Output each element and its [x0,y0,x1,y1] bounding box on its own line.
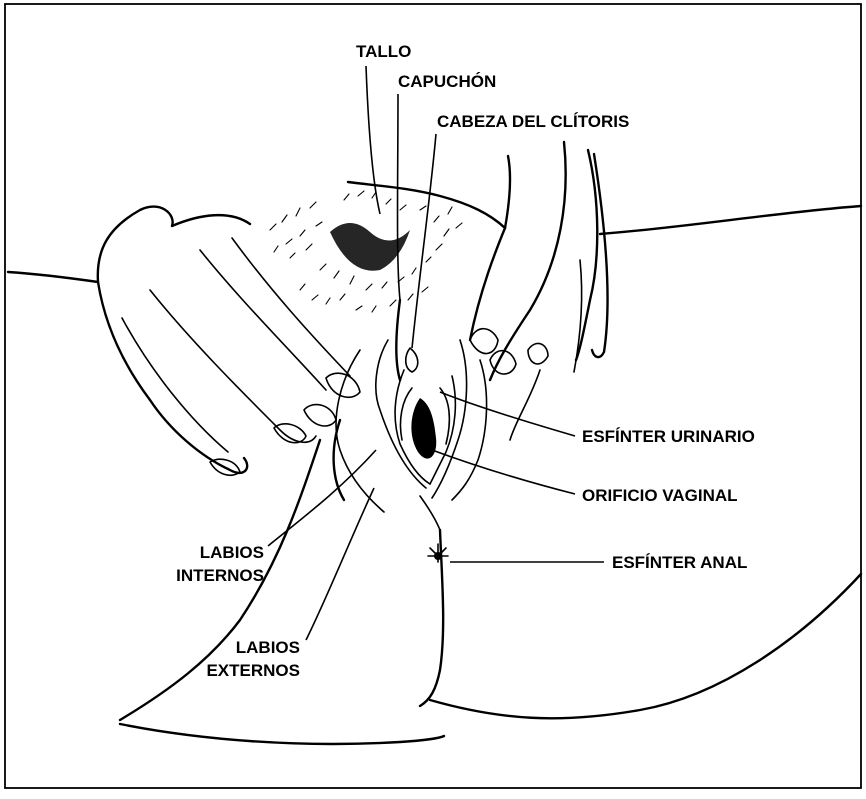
leader-capuchon [398,94,401,300]
left-hand [98,207,360,476]
leader-tallo [366,66,380,214]
leader-esfinter-urinario [440,392,575,436]
label-esfinter-urinario: ESFÍNTER URINARIO [582,425,755,448]
leader-orificio-vaginal [432,450,575,494]
label-labios-externos: LABIOS EXTERNOS [196,636,300,682]
pubic-hair [270,191,462,312]
label-cabeza-clitoris: CABEZA DEL CLÍTORIS [437,110,629,133]
leader-cabeza-clitoris [412,134,436,348]
leader-labios-externos [306,488,374,640]
lower-body [120,440,861,744]
label-tallo: TALLO [356,40,411,63]
vulva [334,300,487,530]
frame-border [5,4,861,788]
right-thigh-line [600,206,861,234]
label-esfinter-anal: ESFÍNTER ANAL [612,551,747,574]
label-labios-internos: LABIOS INTERNOS [168,541,264,587]
label-orificio-vaginal: ORIFICIO VAGINAL [582,484,738,507]
left-thigh-line [8,272,98,282]
right-hand [470,142,608,440]
label-capuchon: CAPUCHÓN [398,70,496,93]
leader-labios-internos [268,450,376,546]
